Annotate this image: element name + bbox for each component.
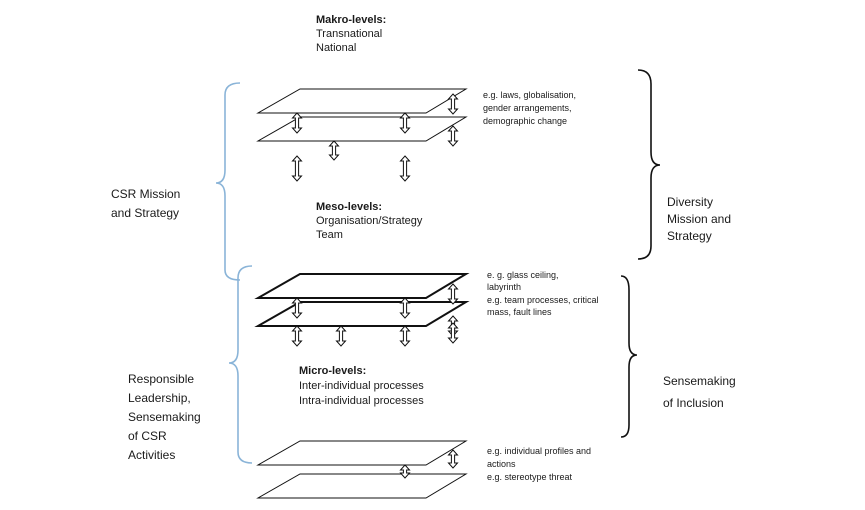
micro-example-2: actions: [487, 459, 516, 469]
left-brace-responsible: [228, 265, 253, 464]
double-vertical-arrow-icon: [399, 325, 411, 347]
responsible-label-4: of CSR: [128, 429, 167, 443]
double-vertical-arrow-icon: [399, 297, 411, 319]
diversity-label-2: Mission and: [667, 212, 732, 226]
arrows-group: [291, 93, 459, 479]
left-brace-csr: [215, 82, 241, 281]
meso-example-3: e.g. team processes, critical: [487, 295, 599, 305]
double-vertical-arrow-icon: [328, 140, 340, 161]
meso-title: Meso-levels:: [316, 201, 383, 213]
sensemaking-label-1: Sensemaking: [663, 374, 736, 388]
right-brace-sensemaking: [620, 275, 638, 438]
double-vertical-arrow-icon: [399, 112, 411, 134]
meso-plane-bottom: [254, 301, 470, 327]
responsible-label-5: Activities: [128, 448, 176, 462]
meso-example-4: mass, fault lines: [487, 307, 552, 317]
meso-line-2: Team: [316, 229, 343, 241]
meso-example-1: e. g. glass ceiling,: [487, 270, 559, 280]
double-vertical-arrow-icon: [447, 93, 459, 115]
micro-line-1: Inter-individual processes: [299, 380, 424, 392]
double-vertical-arrow-icon: [447, 125, 459, 147]
meso-example-2: labyrinth: [487, 282, 522, 292]
makro-example-2: gender arrangements,: [483, 103, 572, 113]
csr-label-1: CSR Mission: [111, 187, 181, 201]
double-vertical-arrow-icon: [399, 464, 411, 479]
double-vertical-arrow-icon: [291, 155, 303, 182]
makro-plane-top: [256, 88, 468, 114]
micro-example-3: e.g. stereotype threat: [487, 472, 573, 482]
double-vertical-arrow-icon: [399, 155, 411, 182]
makro-line-1: Transnational: [316, 28, 383, 40]
makro-example-1: e.g. laws, globalisation,: [483, 90, 577, 100]
makro-title: Makro-levels:: [316, 14, 387, 26]
meso-line-1: Organisation/Strategy: [316, 215, 423, 227]
micro-plane-bottom: [256, 473, 468, 499]
responsible-label-1: Responsible: [128, 372, 195, 386]
sensemaking-label-2: of Inclusion: [663, 396, 724, 410]
double-vertical-arrow-icon: [447, 322, 459, 344]
makro-example-3: demographic change: [483, 116, 568, 126]
makro-plane-bottom: [256, 116, 468, 142]
double-vertical-arrow-icon: [447, 283, 459, 305]
double-vertical-arrow-icon: [291, 297, 303, 319]
micro-title: Micro-levels:: [299, 365, 367, 377]
micro-plane-top: [256, 440, 468, 466]
right-brace-diversity: [637, 69, 661, 260]
makro-line-2: National: [316, 42, 357, 54]
diversity-label-3: Strategy: [667, 229, 712, 243]
double-vertical-arrow-icon: [447, 449, 459, 469]
micro-example-1: e.g. individual profiles and: [487, 446, 592, 456]
double-vertical-arrow-icon: [291, 325, 303, 347]
diversity-label-1: Diversity: [667, 195, 714, 209]
double-vertical-arrow-icon: [335, 325, 347, 347]
micro-line-2: Intra-individual processes: [299, 395, 424, 407]
csr-label-2: and Strategy: [111, 206, 180, 220]
responsible-label-3: Sensemaking: [128, 410, 201, 424]
meso-plane-top: [254, 273, 470, 299]
double-vertical-arrow-icon: [291, 112, 303, 134]
responsible-label-2: Leadership,: [128, 391, 191, 405]
